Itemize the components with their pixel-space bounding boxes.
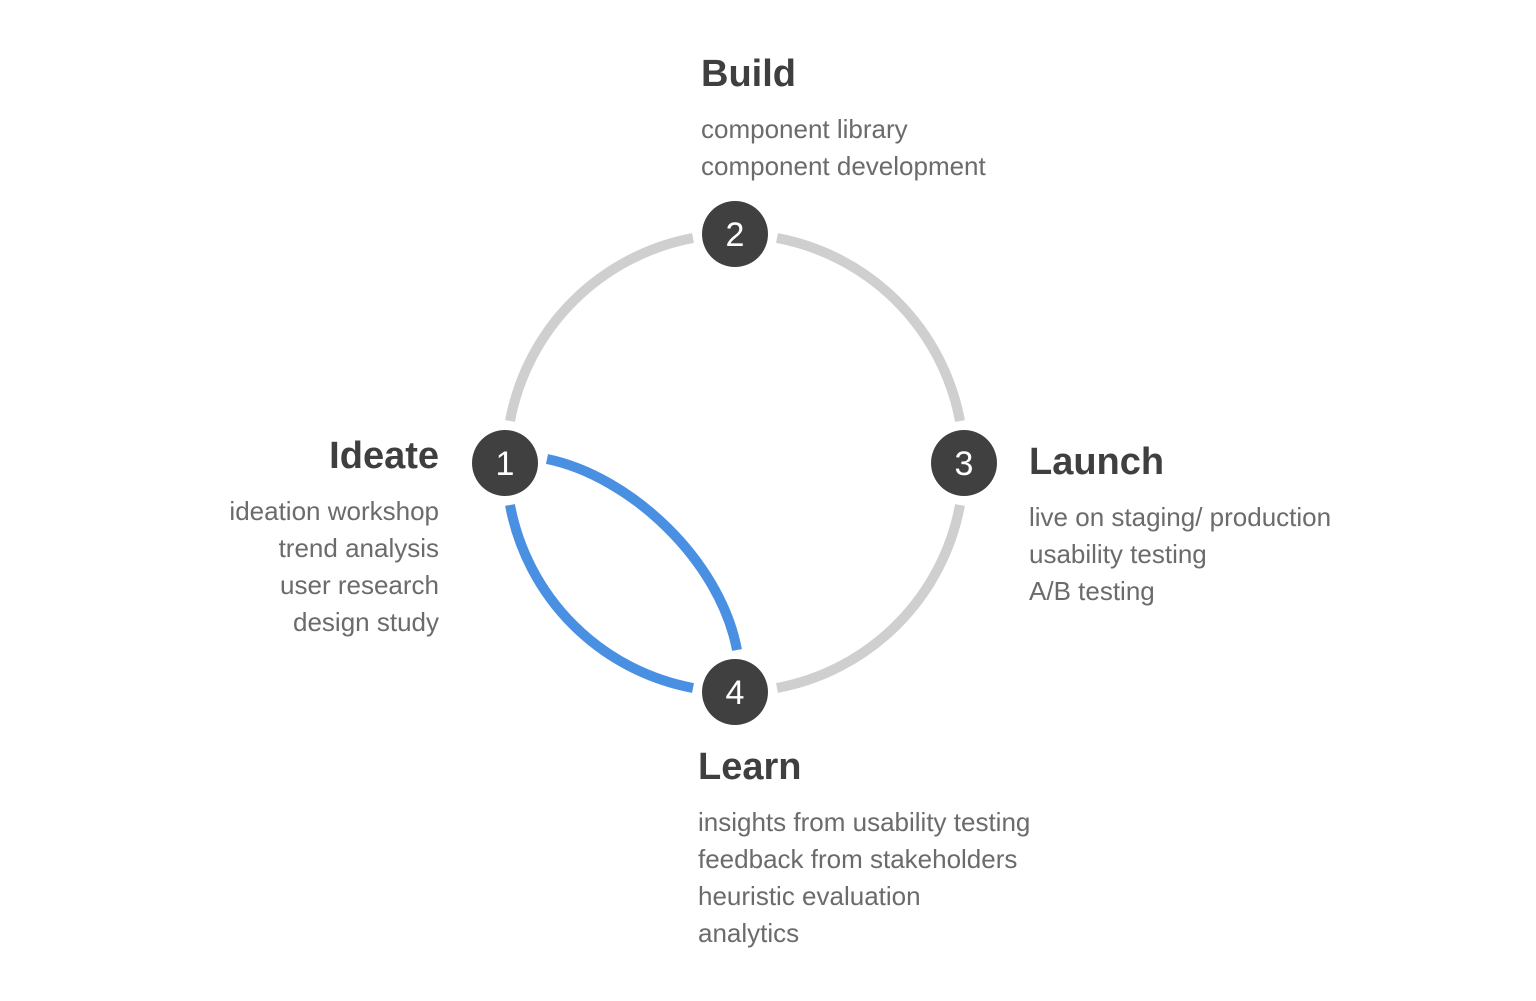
stage-number-launch: 3 [955, 445, 974, 483]
stage-item: usability testing [1029, 539, 1207, 569]
stage-item: live on staging/ production [1029, 502, 1332, 532]
stage-title-ideate: Ideate [329, 435, 439, 477]
arc-launch-to-learn [776, 504, 965, 693]
stage-title-learn: Learn [698, 746, 802, 788]
stage-title-build: Build [701, 53, 796, 95]
stage-node-launch: 3 [931, 430, 997, 496]
stage-number-build: 2 [726, 216, 745, 254]
stage-item: component development [701, 151, 986, 181]
stage-block-launch: Launch live on staging/ production usabi… [1029, 443, 1331, 610]
stage-node-build: 2 [702, 201, 768, 267]
stage-item: A/B testing [1029, 576, 1155, 606]
stage-item: ideation workshop [229, 496, 439, 526]
stage-item: analytics [698, 918, 800, 948]
stage-items-learn: insights from usability testing feedback… [698, 804, 1030, 952]
stage-title-launch: Launch [1029, 441, 1165, 483]
arc-learn-to-ideate [505, 504, 694, 693]
stage-item: trend analysis [278, 533, 439, 563]
stage-node-ideate: 1 [472, 430, 538, 496]
arc-ideate-to-build [505, 233, 694, 422]
stage-items-build: component library component development [701, 111, 986, 185]
stage-item: heuristic evaluation [698, 881, 921, 911]
stage-items-ideate: ideation workshop trend analysis user re… [229, 493, 439, 641]
stage-block-build: Build component library component develo… [701, 55, 986, 185]
stage-items-launch: live on staging/ production usability te… [1029, 499, 1331, 610]
stage-node-learn: 4 [702, 659, 768, 725]
stage-block-ideate: Ideate ideation workshop trend analysis … [229, 437, 439, 641]
stage-item: component library [701, 114, 908, 144]
stage-item: user research [280, 570, 439, 600]
stage-item: design study [293, 607, 439, 637]
stage-number-learn: 4 [726, 674, 745, 712]
stage-block-learn: Learn insights from usability testing fe… [698, 748, 1030, 952]
stage-item: feedback from stakeholders [698, 844, 1018, 874]
arc-ideate-to-learn-shortcut [545, 454, 742, 651]
arc-build-to-launch [776, 233, 965, 422]
stage-number-ideate: 1 [496, 445, 515, 483]
stage-item: insights from usability testing [698, 807, 1031, 837]
